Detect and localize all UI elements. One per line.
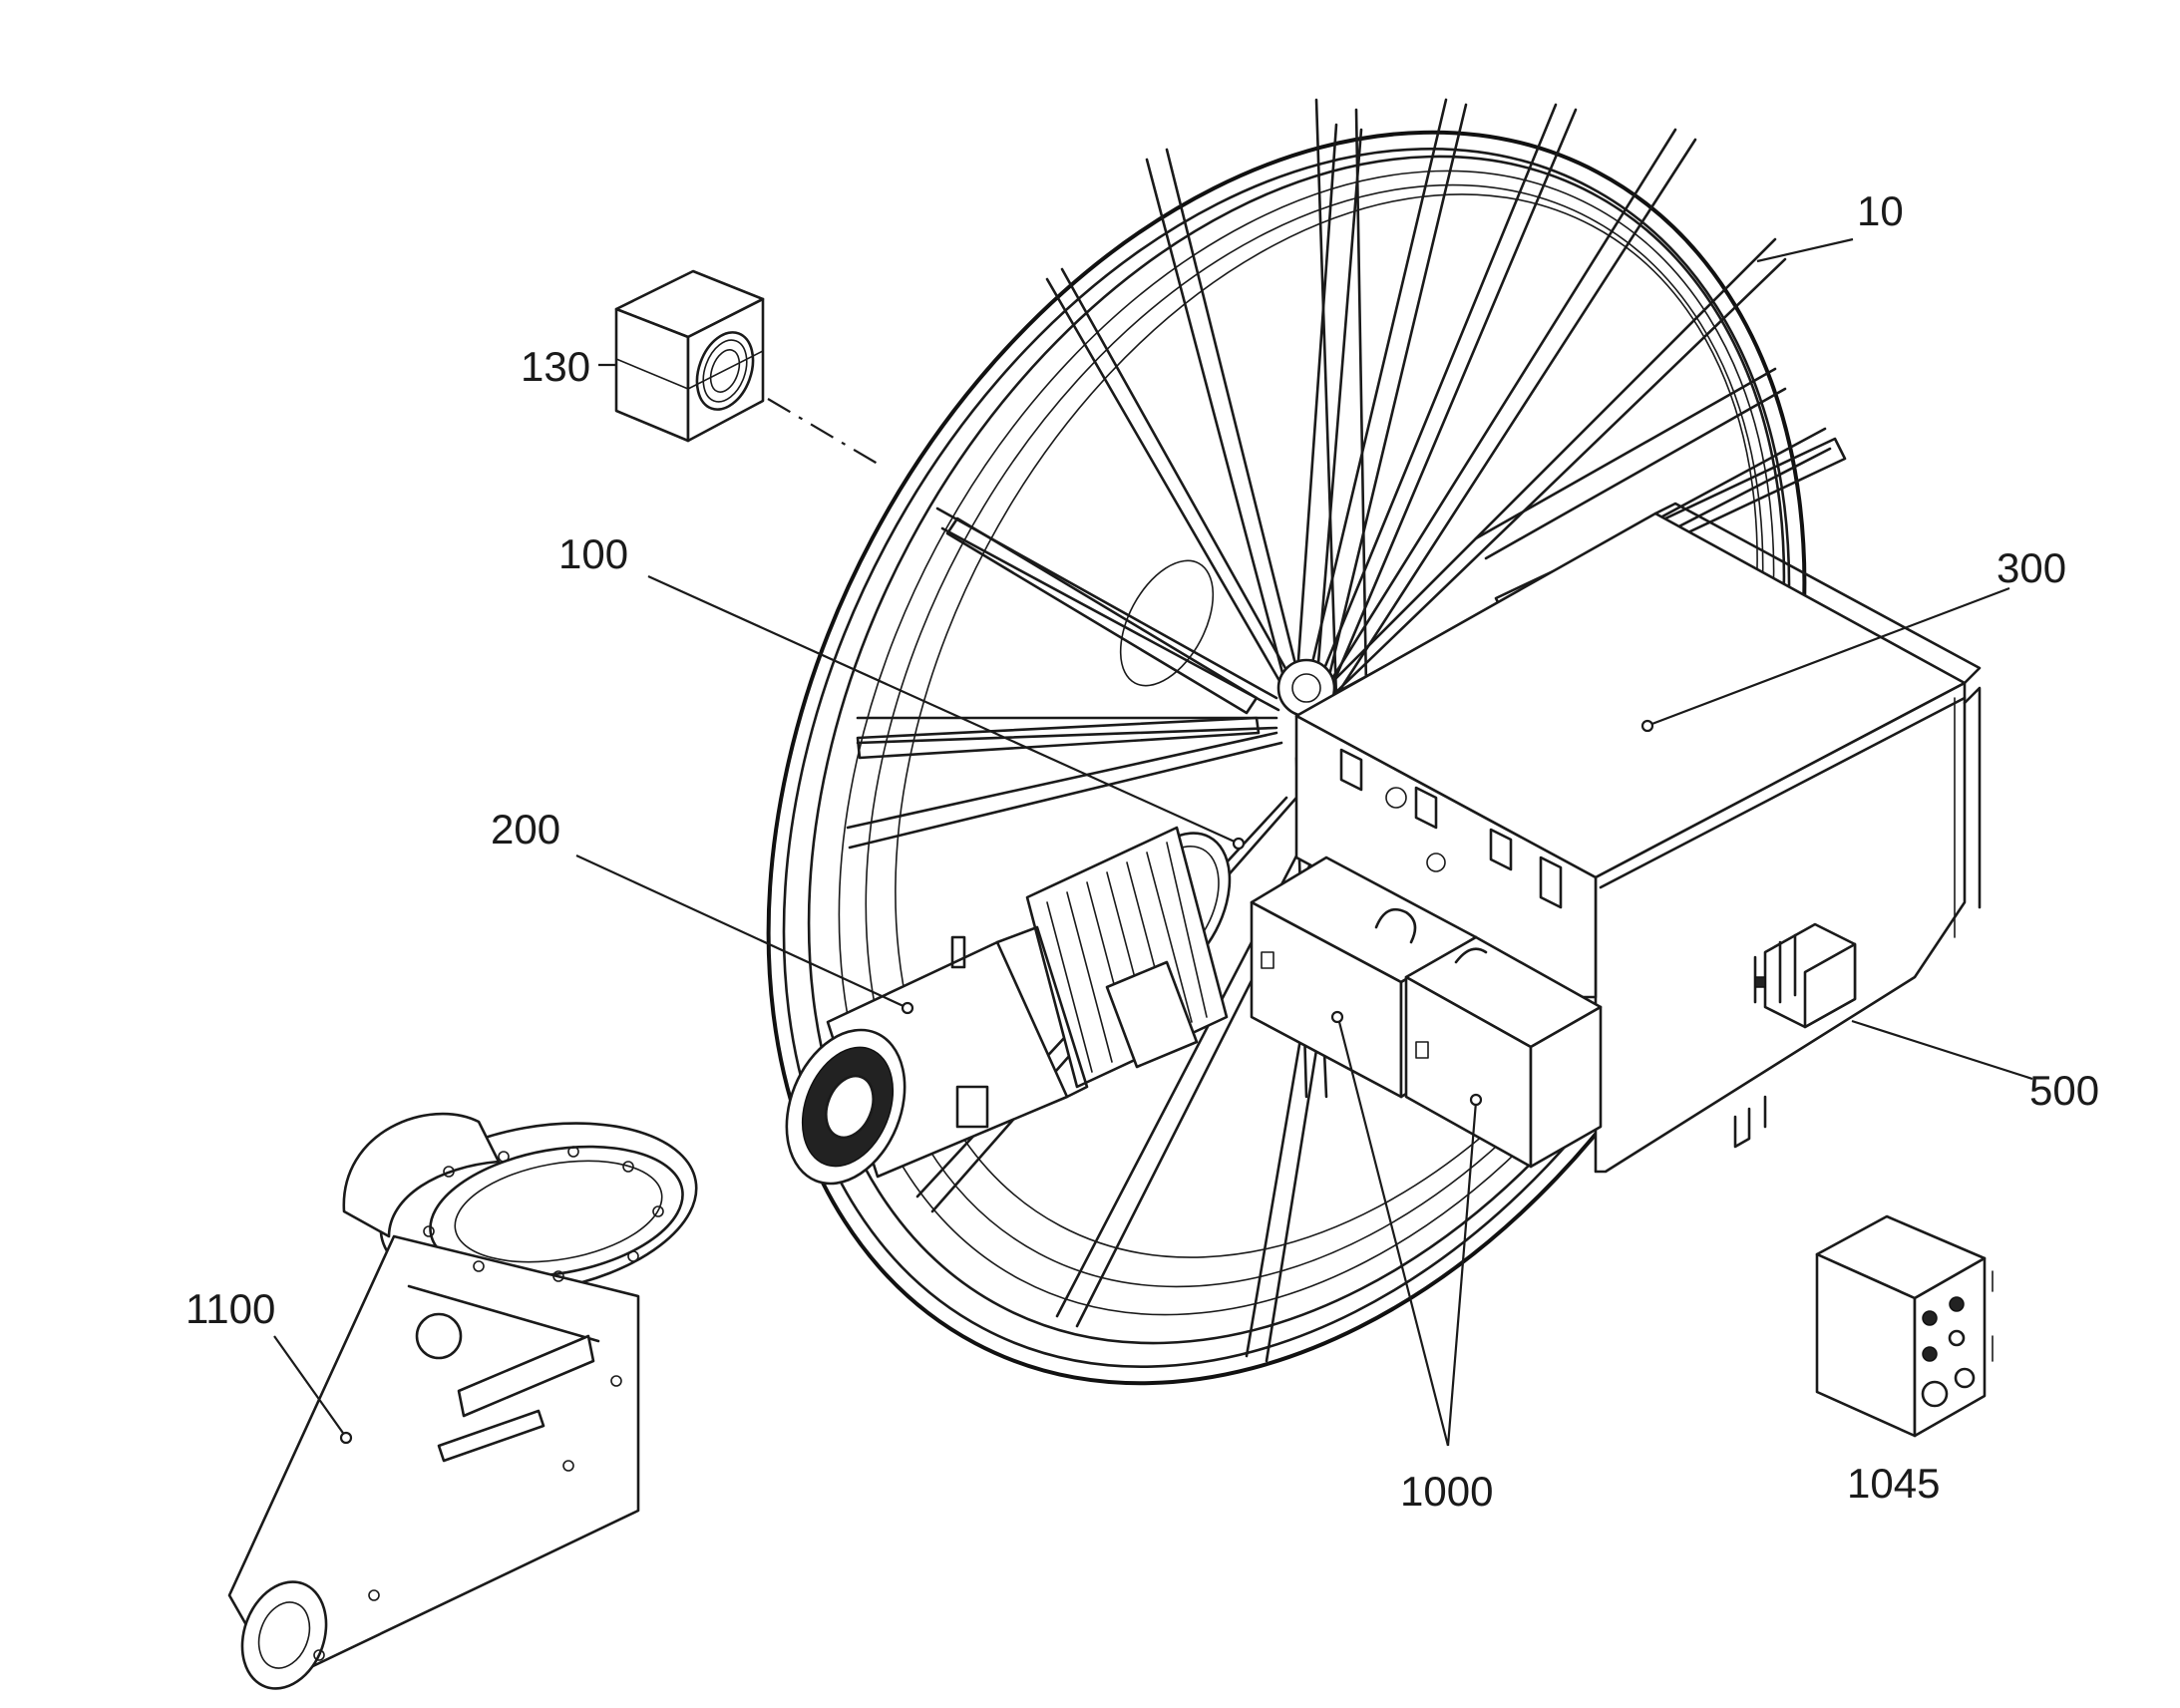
housing-latches <box>1339 748 1563 909</box>
motor-fins <box>1046 842 1208 1073</box>
label-1045: 1045 <box>1847 1460 1940 1507</box>
label-300: 300 <box>1997 544 2066 591</box>
callouts: 10 130 100 300 200 500 1000 1045 1100 <box>185 187 2099 1515</box>
motor <box>785 826 1232 1186</box>
label-500: 500 <box>2029 1067 2099 1114</box>
label-100: 100 <box>558 530 628 577</box>
label-130: 130 <box>521 343 590 390</box>
gearbox-housing <box>1294 502 1982 1174</box>
connector <box>1753 922 1857 1029</box>
label-1000: 1000 <box>1400 1468 1493 1515</box>
label-1100: 1100 <box>185 1285 275 1332</box>
bracket-bolts <box>313 1146 664 1661</box>
bearing-block <box>614 269 884 468</box>
label-10: 10 <box>1857 187 1904 234</box>
electrical-boxes <box>1250 855 1603 1169</box>
mounting-bracket <box>227 1112 698 1690</box>
pendant-control <box>1815 1214 1994 1438</box>
label-200: 200 <box>491 806 560 853</box>
